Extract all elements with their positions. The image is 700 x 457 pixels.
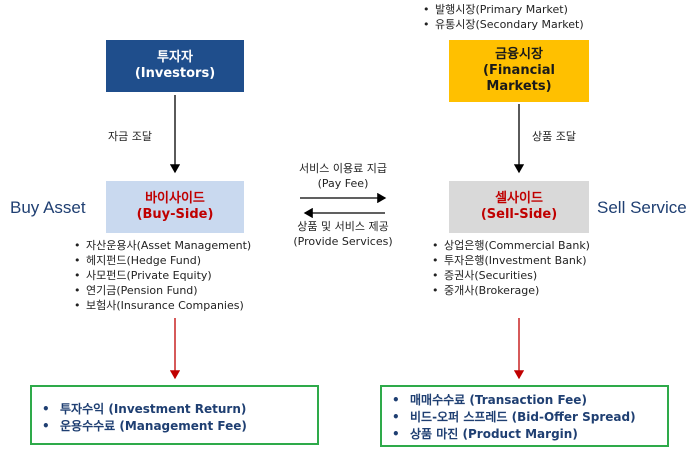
product-sourcing-label: 상품 조달 [532,130,576,143]
list-item: 사모펀드(Private Equity) [74,268,251,283]
investors-subtitle: (Investors) [134,66,216,81]
list-item: 투자은행(Investment Bank) [432,253,590,268]
financial-markets-box: 금융시장 (Financial Markets) [449,40,589,102]
buy-side-subtitle: (Buy-Side) [136,207,214,222]
list-item: 상품 마진 (Product Margin) [392,426,667,443]
provide-services-label: 상품 및 서비스 제공 (Provide Services) [293,220,393,248]
buy-asset-title: Buy Asset [10,198,86,217]
list-item: 보험사(Insurance Companies) [74,298,251,313]
buy-side-members-list: 자산운용사(Asset Management) 헤지펀드(Hedge Fund)… [74,238,251,313]
list-item: 헤지펀드(Hedge Fund) [74,253,251,268]
list-item: 연기금(Pension Fund) [74,283,251,298]
list-item: 비드-오퍼 스프레드 (Bid-Offer Spread) [392,409,667,426]
buy-side-box: 바이사이드 (Buy-Side) [106,181,244,233]
list-item: 증권사(Securities) [432,268,590,283]
investors-title: 투자자 [157,49,193,65]
financial-markets-subtitle-1: (Financial [483,62,555,78]
sell-service-title: Sell Service [597,198,687,217]
list-item: 상업은행(Commercial Bank) [432,238,590,253]
sell-side-title: 셀사이드 [495,190,543,206]
list-item: 중개사(Brokerage) [432,283,590,298]
sell-side-revenue-list: 매매수수료 (Transaction Fee) 비드-오퍼 스프레드 (Bid-… [392,392,667,443]
buy-side-title: 바이사이드 [145,190,205,206]
funding-label: 자금 조달 [108,130,152,143]
investors-box: 투자자 (Investors) [106,40,244,92]
sell-side-subtitle: (Sell-Side) [480,207,558,222]
pay-fee-label: 서비스 이용료 지급 (Pay Fee) [299,162,387,190]
sell-side-members-list: 상업은행(Commercial Bank) 투자은행(Investment Ba… [432,238,590,298]
sell-side-revenue-box: 매매수수료 (Transaction Fee) 비드-오퍼 스프레드 (Bid-… [380,385,669,447]
list-item: 매매수수료 (Transaction Fee) [392,392,667,409]
list-item: 발행시장(Primary Market) [423,2,584,17]
sell-side-box: 셀사이드 (Sell-Side) [449,181,589,233]
financial-markets-subtitle-2: Markets) [486,79,552,95]
list-item: 투자수익 (Investment Return) [42,401,317,418]
list-item: 유통시장(Secondary Market) [423,17,584,32]
list-item: 운용수수료 (Management Fee) [42,418,317,435]
list-item: 자산운용사(Asset Management) [74,238,251,253]
buy-side-revenue-list: 투자수익 (Investment Return) 운용수수료 (Manageme… [42,401,317,435]
buy-side-revenue-box: 투자수익 (Investment Return) 운용수수료 (Manageme… [30,385,319,445]
financial-markets-title: 금융시장 [495,46,543,62]
market-types-list: 발행시장(Primary Market) 유통시장(Secondary Mark… [423,2,584,32]
